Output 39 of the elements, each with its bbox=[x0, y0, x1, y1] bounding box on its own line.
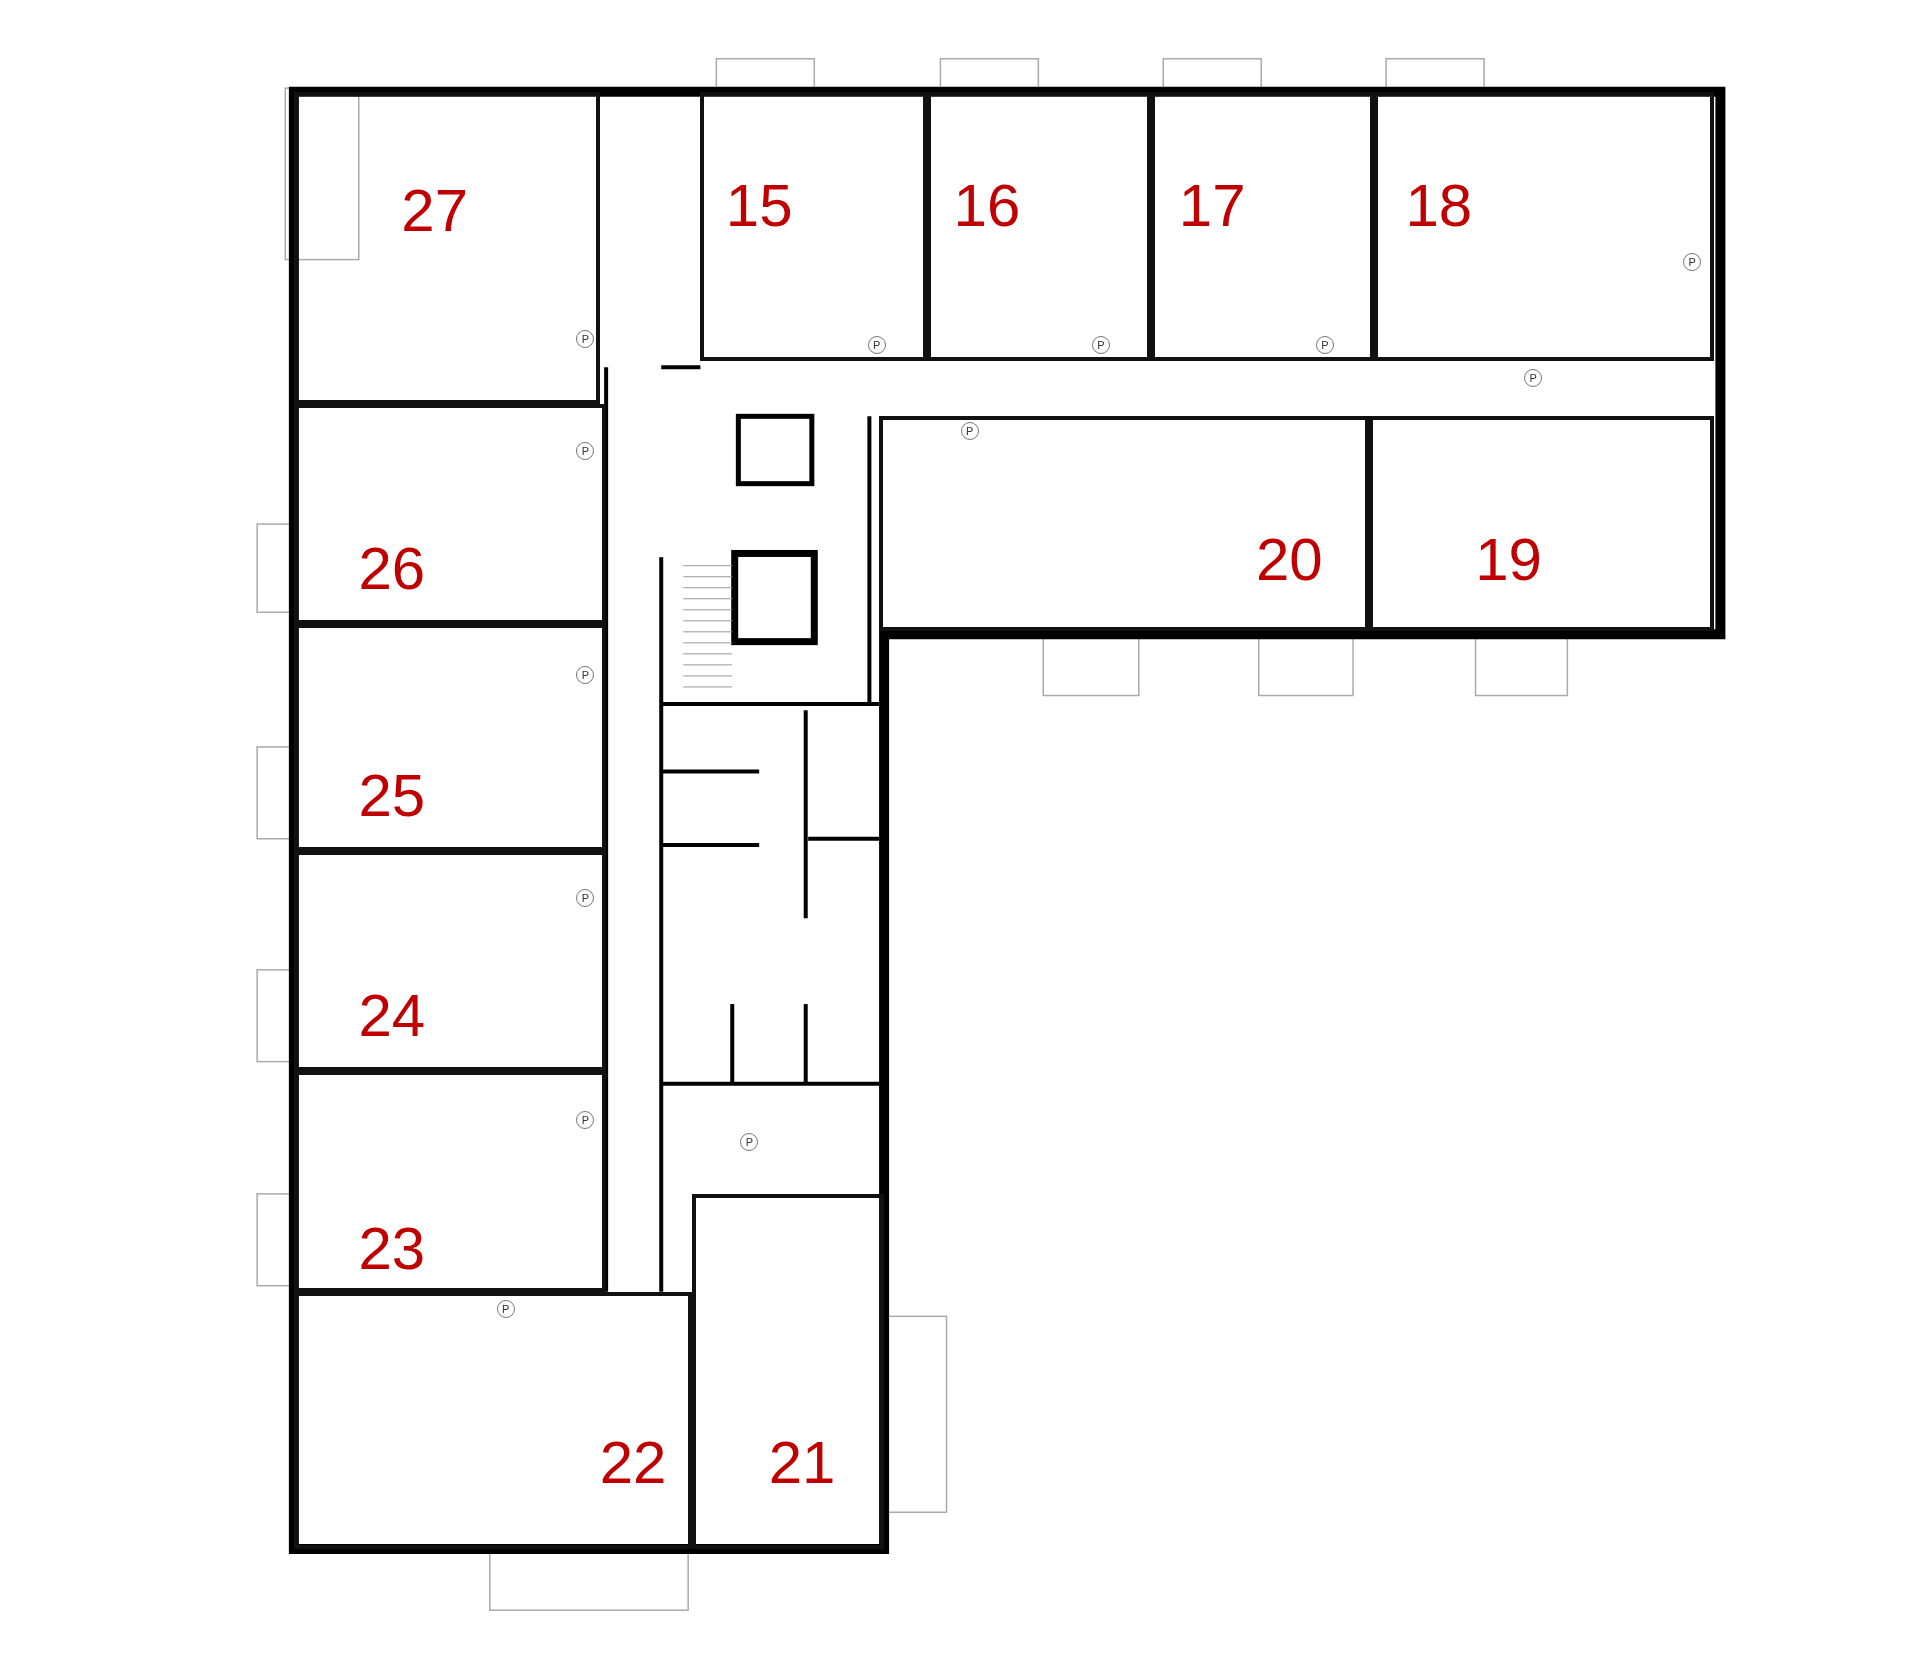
apartment-number: 23 bbox=[358, 1218, 426, 1279]
apartment-number: 19 bbox=[1475, 529, 1542, 590]
washer-symbol: P bbox=[576, 888, 595, 907]
apartment-number: 25 bbox=[358, 765, 426, 826]
washer-symbol: P bbox=[576, 441, 595, 460]
apartment-number: 24 bbox=[358, 986, 426, 1047]
washer-symbol: P bbox=[1091, 336, 1110, 355]
washer-symbol: P bbox=[867, 336, 886, 355]
apartment-outline bbox=[1373, 91, 1715, 362]
apartment-outline bbox=[691, 1193, 885, 1549]
apartment-number: 22 bbox=[599, 1433, 667, 1494]
apartment-number: 15 bbox=[725, 175, 793, 236]
apartment-number: 21 bbox=[768, 1433, 836, 1494]
apartment-number: 17 bbox=[1178, 175, 1246, 236]
apartment-number: 27 bbox=[401, 180, 469, 241]
apartment-outline bbox=[293, 91, 600, 405]
apartment-outline bbox=[879, 416, 1369, 631]
apartment-outline bbox=[1151, 91, 1374, 362]
apartment-outline bbox=[926, 91, 1151, 362]
apartment-number: 16 bbox=[953, 175, 1021, 236]
washer-symbol: P bbox=[1683, 253, 1702, 272]
apartment-number: 18 bbox=[1405, 175, 1473, 236]
washer-symbol: P bbox=[576, 1111, 595, 1130]
washer-symbol: P bbox=[740, 1133, 759, 1152]
apartment-outline bbox=[293, 1291, 692, 1549]
washer-symbol: P bbox=[576, 330, 595, 349]
apartment-outline bbox=[293, 624, 607, 851]
apartment-outline bbox=[293, 1071, 607, 1292]
apartment-outline bbox=[293, 404, 607, 625]
apartment-outline bbox=[293, 851, 607, 1072]
washer-symbol: P bbox=[496, 1299, 515, 1318]
washer-symbol: P bbox=[1524, 369, 1543, 388]
washer-symbol: P bbox=[1315, 336, 1334, 355]
apartment-outline bbox=[700, 91, 927, 362]
apartment-outline bbox=[1368, 416, 1715, 631]
washer-symbol: P bbox=[576, 665, 595, 684]
apartment-number: 26 bbox=[358, 539, 426, 600]
washer-symbol: P bbox=[960, 422, 979, 440]
apartment-number: 20 bbox=[1256, 529, 1323, 590]
